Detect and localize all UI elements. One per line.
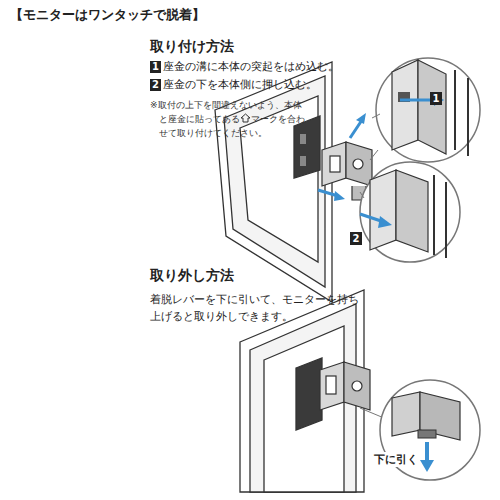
step-text: 座金の下を本体側に押し込む。 bbox=[163, 78, 317, 90]
callout-number: 1 bbox=[430, 92, 442, 105]
step-number: 2 bbox=[150, 79, 161, 91]
monitor-top bbox=[215, 62, 332, 302]
guide-arrow bbox=[318, 120, 362, 196]
step-number: 1 bbox=[150, 61, 161, 73]
callout-number: 2 bbox=[350, 232, 362, 245]
step-text: 座金の溝に本体の突起をはめ込む。 bbox=[163, 60, 339, 72]
arrow-head bbox=[334, 191, 345, 201]
leader-line bbox=[360, 408, 384, 418]
section-heading: 取り外し方法 bbox=[150, 267, 234, 285]
instruction-text: 着脱レバーを下に引いて、モニターを持ち上げると取り外しできます。 bbox=[150, 291, 360, 325]
zoom-circle bbox=[372, 58, 480, 162]
section-heading: 取り付け方法 bbox=[150, 38, 234, 56]
step-line: 2座金の下を本体側に押し込む。 bbox=[150, 78, 317, 92]
leader-line bbox=[370, 150, 378, 160]
note: ※取付の上下を間違えないよう、本体と座金に貼ってあるマークを合わせて取り付けてく… bbox=[150, 98, 309, 140]
zoom-circle bbox=[360, 162, 460, 262]
title: 【モニターはワンタッチで脱着】 bbox=[10, 6, 205, 24]
step-line: 1座金の溝に本体の突起をはめ込む。 bbox=[150, 60, 339, 74]
leader-line bbox=[360, 192, 364, 198]
action-label: 下に引く bbox=[372, 452, 420, 467]
bracket-bottom bbox=[320, 362, 370, 410]
arrow-head bbox=[356, 113, 366, 124]
up-mark-icon bbox=[240, 113, 251, 123]
